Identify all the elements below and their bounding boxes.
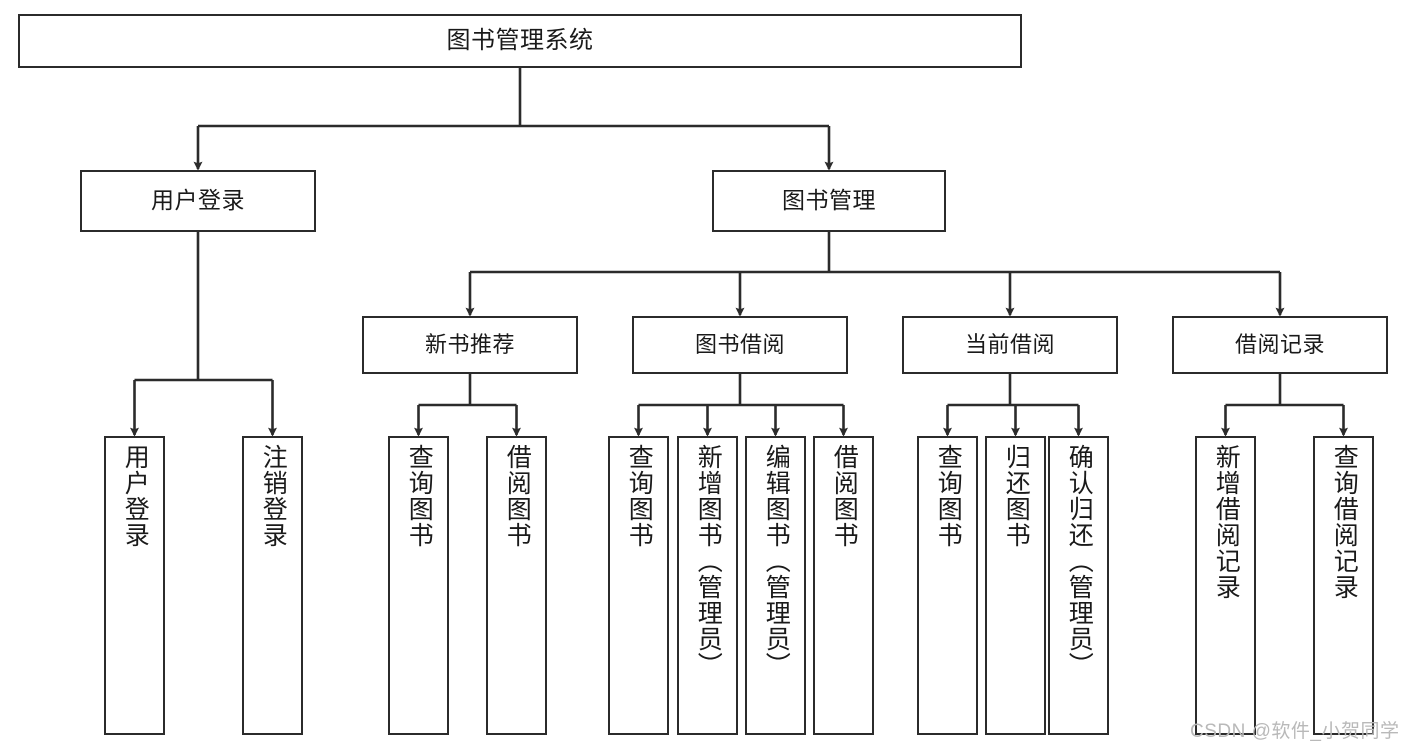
- node-leaf-cu-c[interactable]: 确认归还（管理员）: [1048, 436, 1109, 735]
- node-label: 图书管理: [782, 187, 876, 214]
- node-leaf-cu-r[interactable]: 归还图书: [985, 436, 1046, 735]
- node-label: 借阅图书: [503, 444, 532, 548]
- node-leaf-bo-add[interactable]: 新增图书（管理员）: [677, 436, 738, 735]
- node-label: 查询借阅记录: [1330, 444, 1359, 600]
- node-label: 新书推荐: [424, 332, 515, 358]
- node-label: 注销登录: [259, 444, 288, 548]
- node-label: 借阅图书: [830, 444, 859, 548]
- node-leaf-cu-q[interactable]: 查询图书: [917, 436, 978, 735]
- node-label: 归还图书: [1002, 444, 1031, 548]
- node-leaf-nb-q[interactable]: 查询图书: [388, 436, 449, 735]
- node-leaf-bo-ed[interactable]: 编辑图书（管理员）: [745, 436, 806, 735]
- node-leaf-logout[interactable]: 注销登录: [242, 436, 303, 735]
- node-leaf-bo-br[interactable]: 借阅图书: [813, 436, 874, 735]
- node-leaf-login[interactable]: 用户登录: [104, 436, 165, 735]
- node-login[interactable]: 用户登录: [80, 170, 316, 232]
- node-label: 查询图书: [625, 444, 654, 548]
- node-label: 图书借阅: [694, 332, 785, 358]
- node-newbook[interactable]: 新书推荐: [362, 316, 578, 374]
- node-current[interactable]: 当前借阅: [902, 316, 1118, 374]
- node-label: 用户登录: [121, 444, 150, 548]
- node-bookmgmt[interactable]: 图书管理: [712, 170, 946, 232]
- node-root[interactable]: 图书管理系统: [18, 14, 1022, 68]
- node-label: 借阅记录: [1234, 332, 1325, 358]
- node-records[interactable]: 借阅记录: [1172, 316, 1388, 374]
- node-label: 编辑图书（管理员）: [762, 444, 791, 678]
- node-leaf-re-add[interactable]: 新增借阅记录: [1195, 436, 1256, 735]
- node-label: 新增图书（管理员）: [694, 444, 723, 678]
- node-label: 当前借阅: [964, 332, 1055, 358]
- csdn-watermark: CSDN @软件_小贺同学: [1190, 721, 1400, 742]
- node-label: 查询图书: [934, 444, 963, 548]
- node-label: 图书管理系统: [446, 26, 594, 54]
- node-leaf-re-q[interactable]: 查询借阅记录: [1313, 436, 1374, 735]
- node-leaf-bo-q[interactable]: 查询图书: [608, 436, 669, 735]
- node-borrow[interactable]: 图书借阅: [632, 316, 848, 374]
- node-label: 新增借阅记录: [1212, 444, 1241, 600]
- node-label: 确认归还（管理员）: [1065, 444, 1094, 678]
- node-leaf-nb-b[interactable]: 借阅图书: [486, 436, 547, 735]
- node-label: 查询图书: [405, 444, 434, 548]
- node-label: 用户登录: [151, 187, 245, 214]
